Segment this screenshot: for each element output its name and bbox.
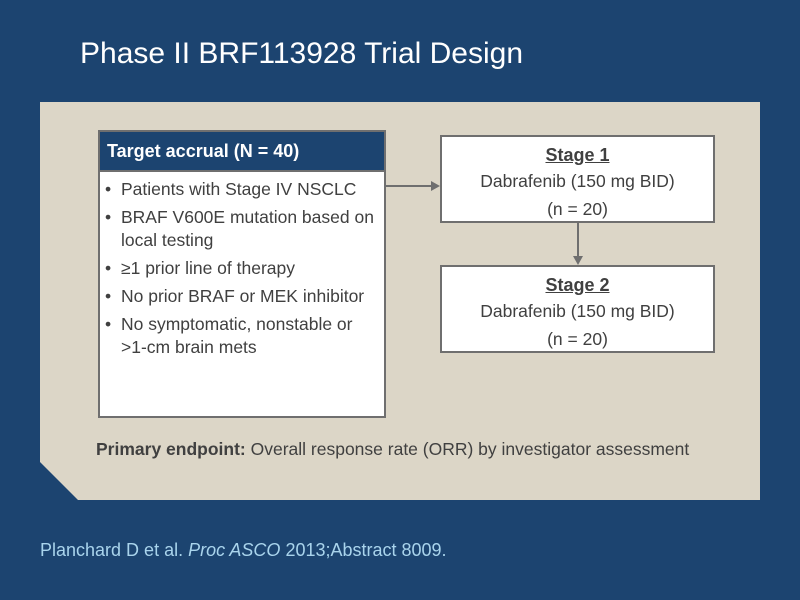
citation-authors: Planchard D et al. <box>40 540 189 560</box>
criteria-text: No prior BRAF or MEK inhibitor <box>121 286 365 306</box>
stage-1-box: Stage 1 Dabrafenib (150 mg BID) (n = 20) <box>440 135 715 223</box>
primary-endpoint-text: Overall response rate (ORR) by investiga… <box>245 439 690 459</box>
stage-1-sample-size: (n = 20) <box>547 199 608 219</box>
bullet-icon: • <box>105 207 112 227</box>
arrow-stage-1-to-stage-2 <box>573 223 583 265</box>
criteria-text: No symptomatic, nonstable or >1-cm brain… <box>121 314 353 357</box>
criteria-text: BRAF V600E mutation based on local testi… <box>121 207 374 250</box>
eligibility-criteria-list: • Patients with Stage IV NSCLC • BRAF V6… <box>100 172 384 359</box>
criteria-item: • ≥1 prior line of therapy <box>105 257 378 280</box>
criteria-item: • No symptomatic, nonstable or >1-cm bra… <box>105 313 378 359</box>
criteria-item: • BRAF V600E mutation based on local tes… <box>105 206 378 252</box>
target-accrual-box: Target accrual (N = 40) • Patients with … <box>98 130 386 418</box>
arrow-accrual-to-stage-1 <box>386 181 440 191</box>
citation-detail: 2013;Abstract 8009. <box>280 540 447 560</box>
stage-1-treatment: Dabrafenib (150 mg BID) <box>480 171 675 191</box>
primary-endpoint-label: Primary endpoint: <box>96 439 246 459</box>
citation-journal: Proc ASCO <box>188 540 281 560</box>
criteria-item: • Patients with Stage IV NSCLC <box>105 178 378 201</box>
bullet-icon: • <box>105 314 112 334</box>
criteria-item: • No prior BRAF or MEK inhibitor <box>105 285 378 308</box>
bullet-icon: • <box>105 258 112 278</box>
stage-2-sample-size: (n = 20) <box>547 329 608 349</box>
stage-2-treatment: Dabrafenib (150 mg BID) <box>480 301 675 321</box>
stage-1-title: Stage 1 <box>545 145 610 165</box>
primary-endpoint: Primary endpoint: Overall response rate … <box>96 438 706 461</box>
bullet-icon: • <box>105 286 112 306</box>
slide-title: Phase II BRF113928 Trial Design <box>80 37 524 70</box>
stage-2-title: Stage 2 <box>545 275 610 295</box>
citation: Planchard D et al. Proc ASCO 2013;Abstra… <box>40 538 447 562</box>
stage-2-box: Stage 2 Dabrafenib (150 mg BID) (n = 20) <box>440 265 715 353</box>
bullet-icon: • <box>105 179 112 199</box>
criteria-text: ≥1 prior line of therapy <box>121 258 296 278</box>
criteria-text: Patients with Stage IV NSCLC <box>121 179 357 199</box>
target-accrual-header: Target accrual (N = 40) <box>100 132 384 172</box>
